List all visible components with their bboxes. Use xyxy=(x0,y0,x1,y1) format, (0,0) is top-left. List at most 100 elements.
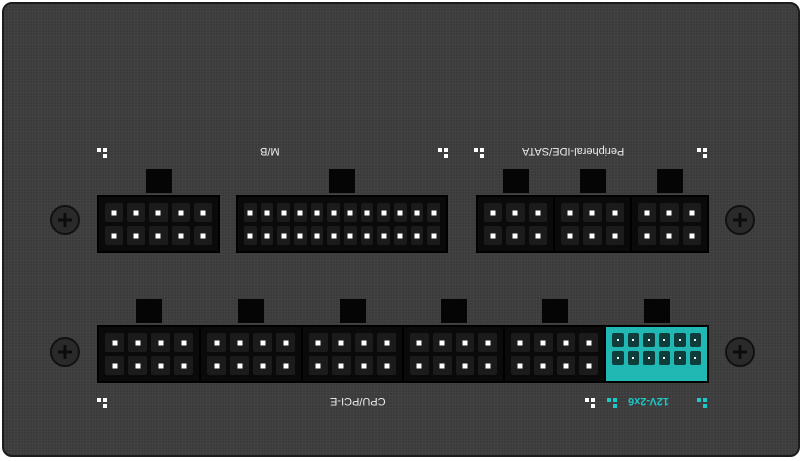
connector-pin xyxy=(612,333,624,347)
power-connector-socket[interactable] xyxy=(402,325,505,383)
connector-pin xyxy=(127,226,146,245)
connector-pin xyxy=(658,333,670,347)
connector-pin xyxy=(561,226,580,245)
power-connector-socket[interactable] xyxy=(301,325,404,383)
connector-pin xyxy=(253,356,272,375)
connector-pin xyxy=(260,203,274,222)
connector-pin xyxy=(310,203,324,222)
connector-pin xyxy=(193,226,212,245)
connector-pin xyxy=(410,203,424,222)
connector-pin xyxy=(682,203,701,222)
connector-pin xyxy=(427,226,440,245)
connector-pin xyxy=(533,356,553,375)
connector-pin xyxy=(484,203,503,222)
orientation-mark-icon xyxy=(97,398,107,408)
connector-pin xyxy=(105,356,124,375)
orientation-mark-icon xyxy=(697,148,707,158)
connector-pin xyxy=(583,226,602,245)
power-connector-socket[interactable] xyxy=(97,325,201,383)
connector-pin xyxy=(506,203,525,222)
power-connector-socket[interactable] xyxy=(630,195,709,253)
power-connector-socket[interactable] xyxy=(97,195,220,253)
orientation-mark-icon xyxy=(585,398,595,408)
connector-pin xyxy=(638,226,657,245)
power-connector-socket[interactable] xyxy=(553,195,632,253)
connector-pin xyxy=(171,203,190,222)
12v-2x6-connector[interactable] xyxy=(604,325,709,383)
orientation-mark-icon xyxy=(438,148,448,158)
connector-pin xyxy=(511,356,530,375)
connector-pin xyxy=(207,356,226,375)
connector-latch xyxy=(329,169,355,193)
connector-pin xyxy=(193,203,212,222)
connector-latch xyxy=(136,299,162,323)
connector-pin xyxy=(556,356,576,375)
power-connector-socket[interactable] xyxy=(236,195,448,253)
power-connector-socket[interactable] xyxy=(199,325,303,383)
connector-pin xyxy=(294,203,307,222)
connector-latch xyxy=(440,299,467,323)
mb-label: M/B xyxy=(260,145,280,157)
connector-pin xyxy=(354,333,374,352)
screw-icon xyxy=(725,337,755,367)
connector-pin xyxy=(689,333,701,347)
screw-icon xyxy=(50,205,80,235)
power-connector-socket[interactable] xyxy=(476,195,555,253)
connector-pin xyxy=(638,203,657,222)
connector-pin xyxy=(360,203,374,222)
connector-pin xyxy=(506,226,525,245)
connector-latch xyxy=(643,299,670,323)
connector-pin xyxy=(674,333,686,347)
connector-pin xyxy=(277,203,290,222)
connector-pin xyxy=(127,203,146,222)
connector-pin xyxy=(660,203,679,222)
connector-pin xyxy=(105,203,124,222)
cpu-pcie-label: CPU/PCI-E xyxy=(330,395,386,407)
connector-pin xyxy=(478,333,497,352)
connector-pin xyxy=(354,356,374,375)
connector-pin xyxy=(528,203,547,222)
connector-pin xyxy=(579,333,598,352)
connector-pin xyxy=(344,226,357,245)
connector-pin xyxy=(327,226,340,245)
connector-pin xyxy=(360,226,374,245)
connector-pin xyxy=(149,226,168,245)
connector-pin xyxy=(174,333,193,352)
connector-pin xyxy=(511,333,530,352)
connector-pin xyxy=(230,356,249,375)
connector-pin xyxy=(149,203,168,222)
connector-pin xyxy=(171,226,190,245)
connector-pin xyxy=(151,356,170,375)
connector-pin xyxy=(244,203,257,222)
connector-pin xyxy=(682,226,701,245)
connector-pin xyxy=(310,226,324,245)
connector-latch xyxy=(656,169,683,193)
connector-pin xyxy=(377,226,390,245)
connector-pin xyxy=(394,203,407,222)
connector-pin xyxy=(643,351,655,365)
connector-pin xyxy=(658,351,670,365)
connector-pin xyxy=(105,226,124,245)
connector-latch xyxy=(541,299,568,323)
connector-pin xyxy=(105,333,124,352)
connector-pin xyxy=(605,226,624,245)
connector-pin xyxy=(294,226,307,245)
connector-pin xyxy=(455,356,475,375)
connector-pin xyxy=(377,333,396,352)
connector-pin xyxy=(331,333,351,352)
connector-pin xyxy=(583,203,602,222)
connector-latch xyxy=(238,299,264,323)
connector-pin xyxy=(612,351,624,365)
connector-pin xyxy=(643,333,655,347)
connector-pin xyxy=(377,356,396,375)
connector-pin xyxy=(674,351,686,365)
connector-pin xyxy=(230,333,249,352)
orientation-mark-icon xyxy=(97,148,107,158)
connector-pin xyxy=(579,356,598,375)
power-connector-socket[interactable] xyxy=(503,325,606,383)
connector-pin xyxy=(432,356,452,375)
connector-pin xyxy=(276,333,295,352)
connector-pin xyxy=(455,333,475,352)
connector-pin xyxy=(174,356,193,375)
connector-pin xyxy=(561,203,580,222)
